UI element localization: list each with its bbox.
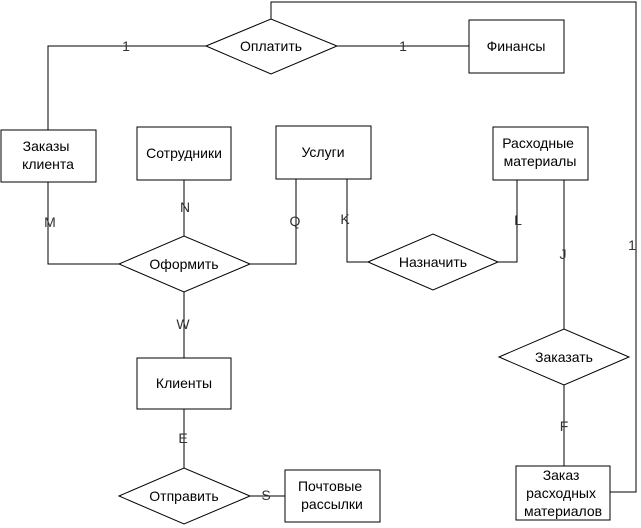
relationship-order[interactable]: Заказать [497,328,631,386]
cardinality-order-finance: 1 [628,237,636,253]
entity-clients-label: Клиенты [156,375,212,391]
relationship-pay-label: Оплатить [240,38,302,54]
entity-customer-orders-line-1: Заказы [23,138,70,154]
entity-employees-label: Сотрудники [146,145,222,161]
entity-mailings[interactable]: Почтовые рассылки [284,469,381,523]
edge-assign-services [346,179,368,263]
entity-finance-label: Финансы [487,38,546,54]
cardinality-pay-finance: 1 [399,38,407,54]
entity-consumables-order-line-2: расходных [526,485,596,501]
cardinality-place-services: Q [290,213,301,229]
entity-consumables-order[interactable]: Заказ расходных материалов [515,465,611,521]
cardinality-assign-consumables: L [514,212,522,228]
connectors [47,1,637,497]
cardinality-place-clients: W [176,316,190,332]
entity-consumables-line-1: Расходные [502,135,574,151]
relationship-order-label: Заказать [535,349,593,365]
entity-finance[interactable]: Финансы [468,19,565,74]
cardinality-labels: 1 1 1 M N Q W K L J F E S [44,38,636,503]
edge-pay-orders [47,45,206,130]
relationship-assign-label: Назначить [399,254,467,270]
entity-customer-orders[interactable]: Заказы клиента [0,129,97,183]
relationship-assign[interactable]: Назначить [366,233,500,291]
entity-mailings-line-2: рассылки [301,496,363,512]
edge-finance-order [270,1,637,493]
relationship-place-label: Оформить [149,256,218,272]
entity-customer-orders-line-2: клиента [22,156,74,172]
svg-text:Заказ расходных ма: Заказ расходных материалов [524,467,602,519]
cardinality-place-employees: N [180,199,190,215]
entity-consumables-line-2: материалы [504,153,577,169]
svg-text:Заказы клиента: Заказы клиента [22,138,74,172]
cardinality-assign-services: K [340,211,350,227]
edge-place-services [250,179,297,265]
entity-employees[interactable]: Сотрудники [136,126,232,181]
edge-assign-consumables [498,180,518,263]
svg-text:Почтовые рассылки: Почтовые рассылки [298,478,366,512]
cardinality-order-consumables-order: F [560,418,569,434]
cardinality-order-consumables: J [560,246,567,262]
svg-text:Расходные материалы: Расходные материалы [502,135,578,169]
relationship-send-label: Отправить [149,488,218,504]
relationship-send[interactable]: Отправить [117,467,252,525]
entity-consumables-order-line-1: Заказ [543,467,580,483]
entity-consumables-order-line-3: материалов [524,503,602,519]
edge-place-orders [47,182,119,265]
entity-clients[interactable]: Клиенты [136,357,232,410]
entity-services[interactable]: Услуги [275,125,372,180]
entity-mailings-line-1: Почтовые [298,478,362,494]
entity-services-label: Услуги [301,144,344,160]
cardinality-pay-orders: 1 [122,38,130,54]
relationship-place[interactable]: Оформить [117,235,252,293]
cardinality-send-mailings: S [261,487,270,503]
cardinality-place-orders: M [44,214,56,230]
relationship-pay[interactable]: Оплатить [204,18,339,75]
cardinality-send-clients: E [178,430,187,446]
entity-consumables[interactable]: Расходные материалы [492,126,589,181]
